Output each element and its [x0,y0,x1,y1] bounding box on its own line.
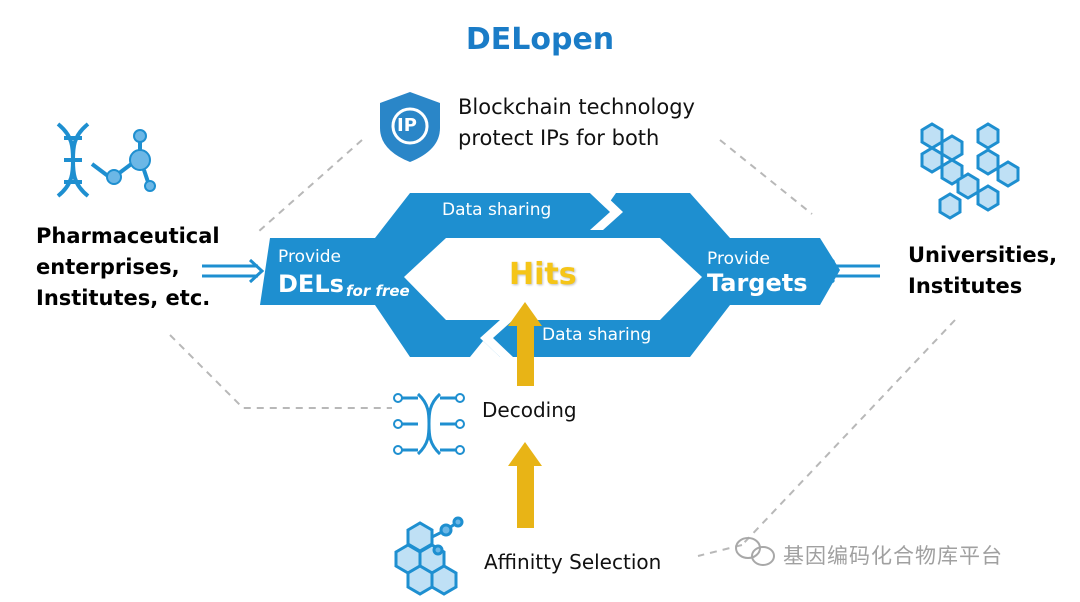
watermark-text: 基因编码化合物库平台 [783,544,1003,568]
diagram-title: DELopen [465,22,615,57]
dna-molecule-icon [56,122,150,198]
ip-note-line1: Blockchain technology [458,95,695,119]
left-provide-label: Provide [278,247,342,267]
ip-note-line2: protect IPs for both [458,126,660,150]
bottom-data-sharing-label: Data sharing [542,325,652,345]
right-party-label: Universities, Institutes [908,240,1057,302]
wechat-icon [735,537,775,566]
decoding-label: Decoding [482,398,577,422]
right-party-line2: Institutes [908,274,1023,298]
dashed-connectors [169,139,956,557]
right-input-arrow [819,258,880,284]
left-party-label: Pharmaceutical enterprises, Institutes, … [36,221,220,314]
left-input-arrow [202,258,265,284]
right-provide-label: Provide [707,249,771,269]
targets-label: Targets [707,269,808,297]
hits-label: Hits [509,257,577,292]
hexagon-cluster-icon [920,122,1020,220]
decoding-dna-icon [400,392,458,456]
lower-yellow-arrow [508,442,542,528]
right-party-line1: Universities, [908,243,1058,267]
dels-label: DELs [278,270,344,298]
ip-badge-label: IP [397,115,417,136]
top-data-sharing-label: Data sharing [442,200,552,220]
affinity-selection-label: Affinitty Selection [484,550,662,574]
bottom-chevron [480,320,513,357]
top-chevron [590,193,623,230]
for-free-label: for free [346,282,410,300]
inner-hexagon [404,238,702,320]
left-party-line3: Institutes, etc. [36,286,211,310]
ip-note: Blockchain technology protect IPs for bo… [458,92,695,154]
shield-icon [380,92,440,162]
upper-yellow-arrow [508,302,542,386]
left-party-line2: enterprises, [36,255,180,279]
left-party-line1: Pharmaceutical [36,224,220,248]
